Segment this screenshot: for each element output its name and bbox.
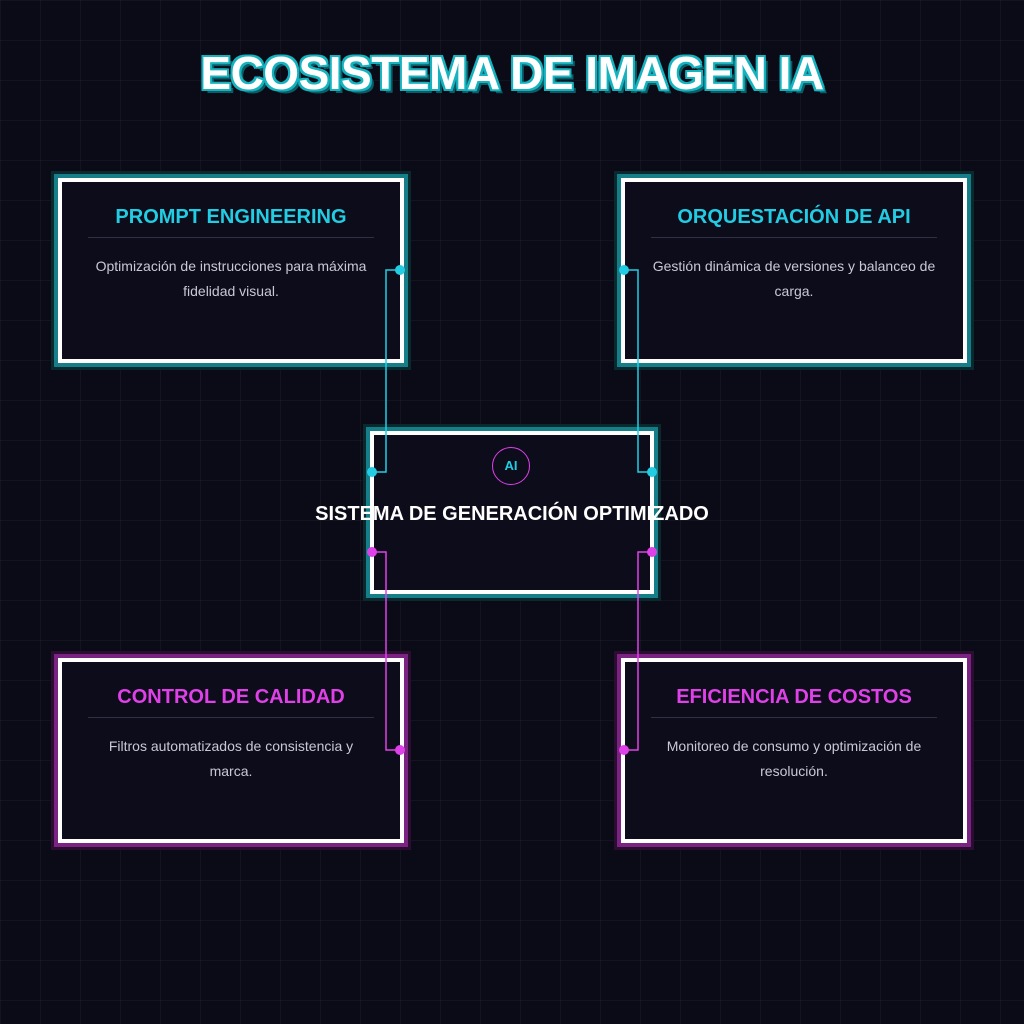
node-api-orchestration-description: Gestión dinámica de versiones y balanceo… xyxy=(652,258,936,299)
node-quality-control: CONTROL DE CALIDAD Filtros automatizados… xyxy=(58,658,404,843)
node-cost-efficiency: EFICIENCIA DE COSTOS Monitoreo de consum… xyxy=(621,658,967,843)
node-cost-efficiency-title: EFICIENCIA DE COSTOS xyxy=(651,686,937,718)
node-api-orchestration: ORQUESTACIÓN DE API Gestión dinámica de … xyxy=(621,178,967,363)
ai-badge-icon: AI xyxy=(492,447,530,485)
node-central-system-label: SISTEMA DE GENERACIÓN OPTIMIZADO xyxy=(315,503,709,525)
node-api-orchestration-title: ORQUESTACIÓN DE API xyxy=(651,206,937,238)
node-quality-control-title: CONTROL DE CALIDAD xyxy=(88,686,374,718)
diagram-title: ECOSISTEMA DE IMAGEN IA xyxy=(200,47,824,99)
node-prompt-engineering-title: PROMPT ENGINEERING xyxy=(88,206,374,238)
node-cost-efficiency-description: Monitoreo de consumo y optimización de r… xyxy=(666,738,922,779)
node-quality-control-description: Filtros automatizados de consistencia y … xyxy=(108,738,354,779)
node-prompt-engineering-description: Optimización de instrucciones para máxim… xyxy=(95,258,367,299)
node-prompt-engineering: PROMPT ENGINEERING Optimización de instr… xyxy=(58,178,404,363)
